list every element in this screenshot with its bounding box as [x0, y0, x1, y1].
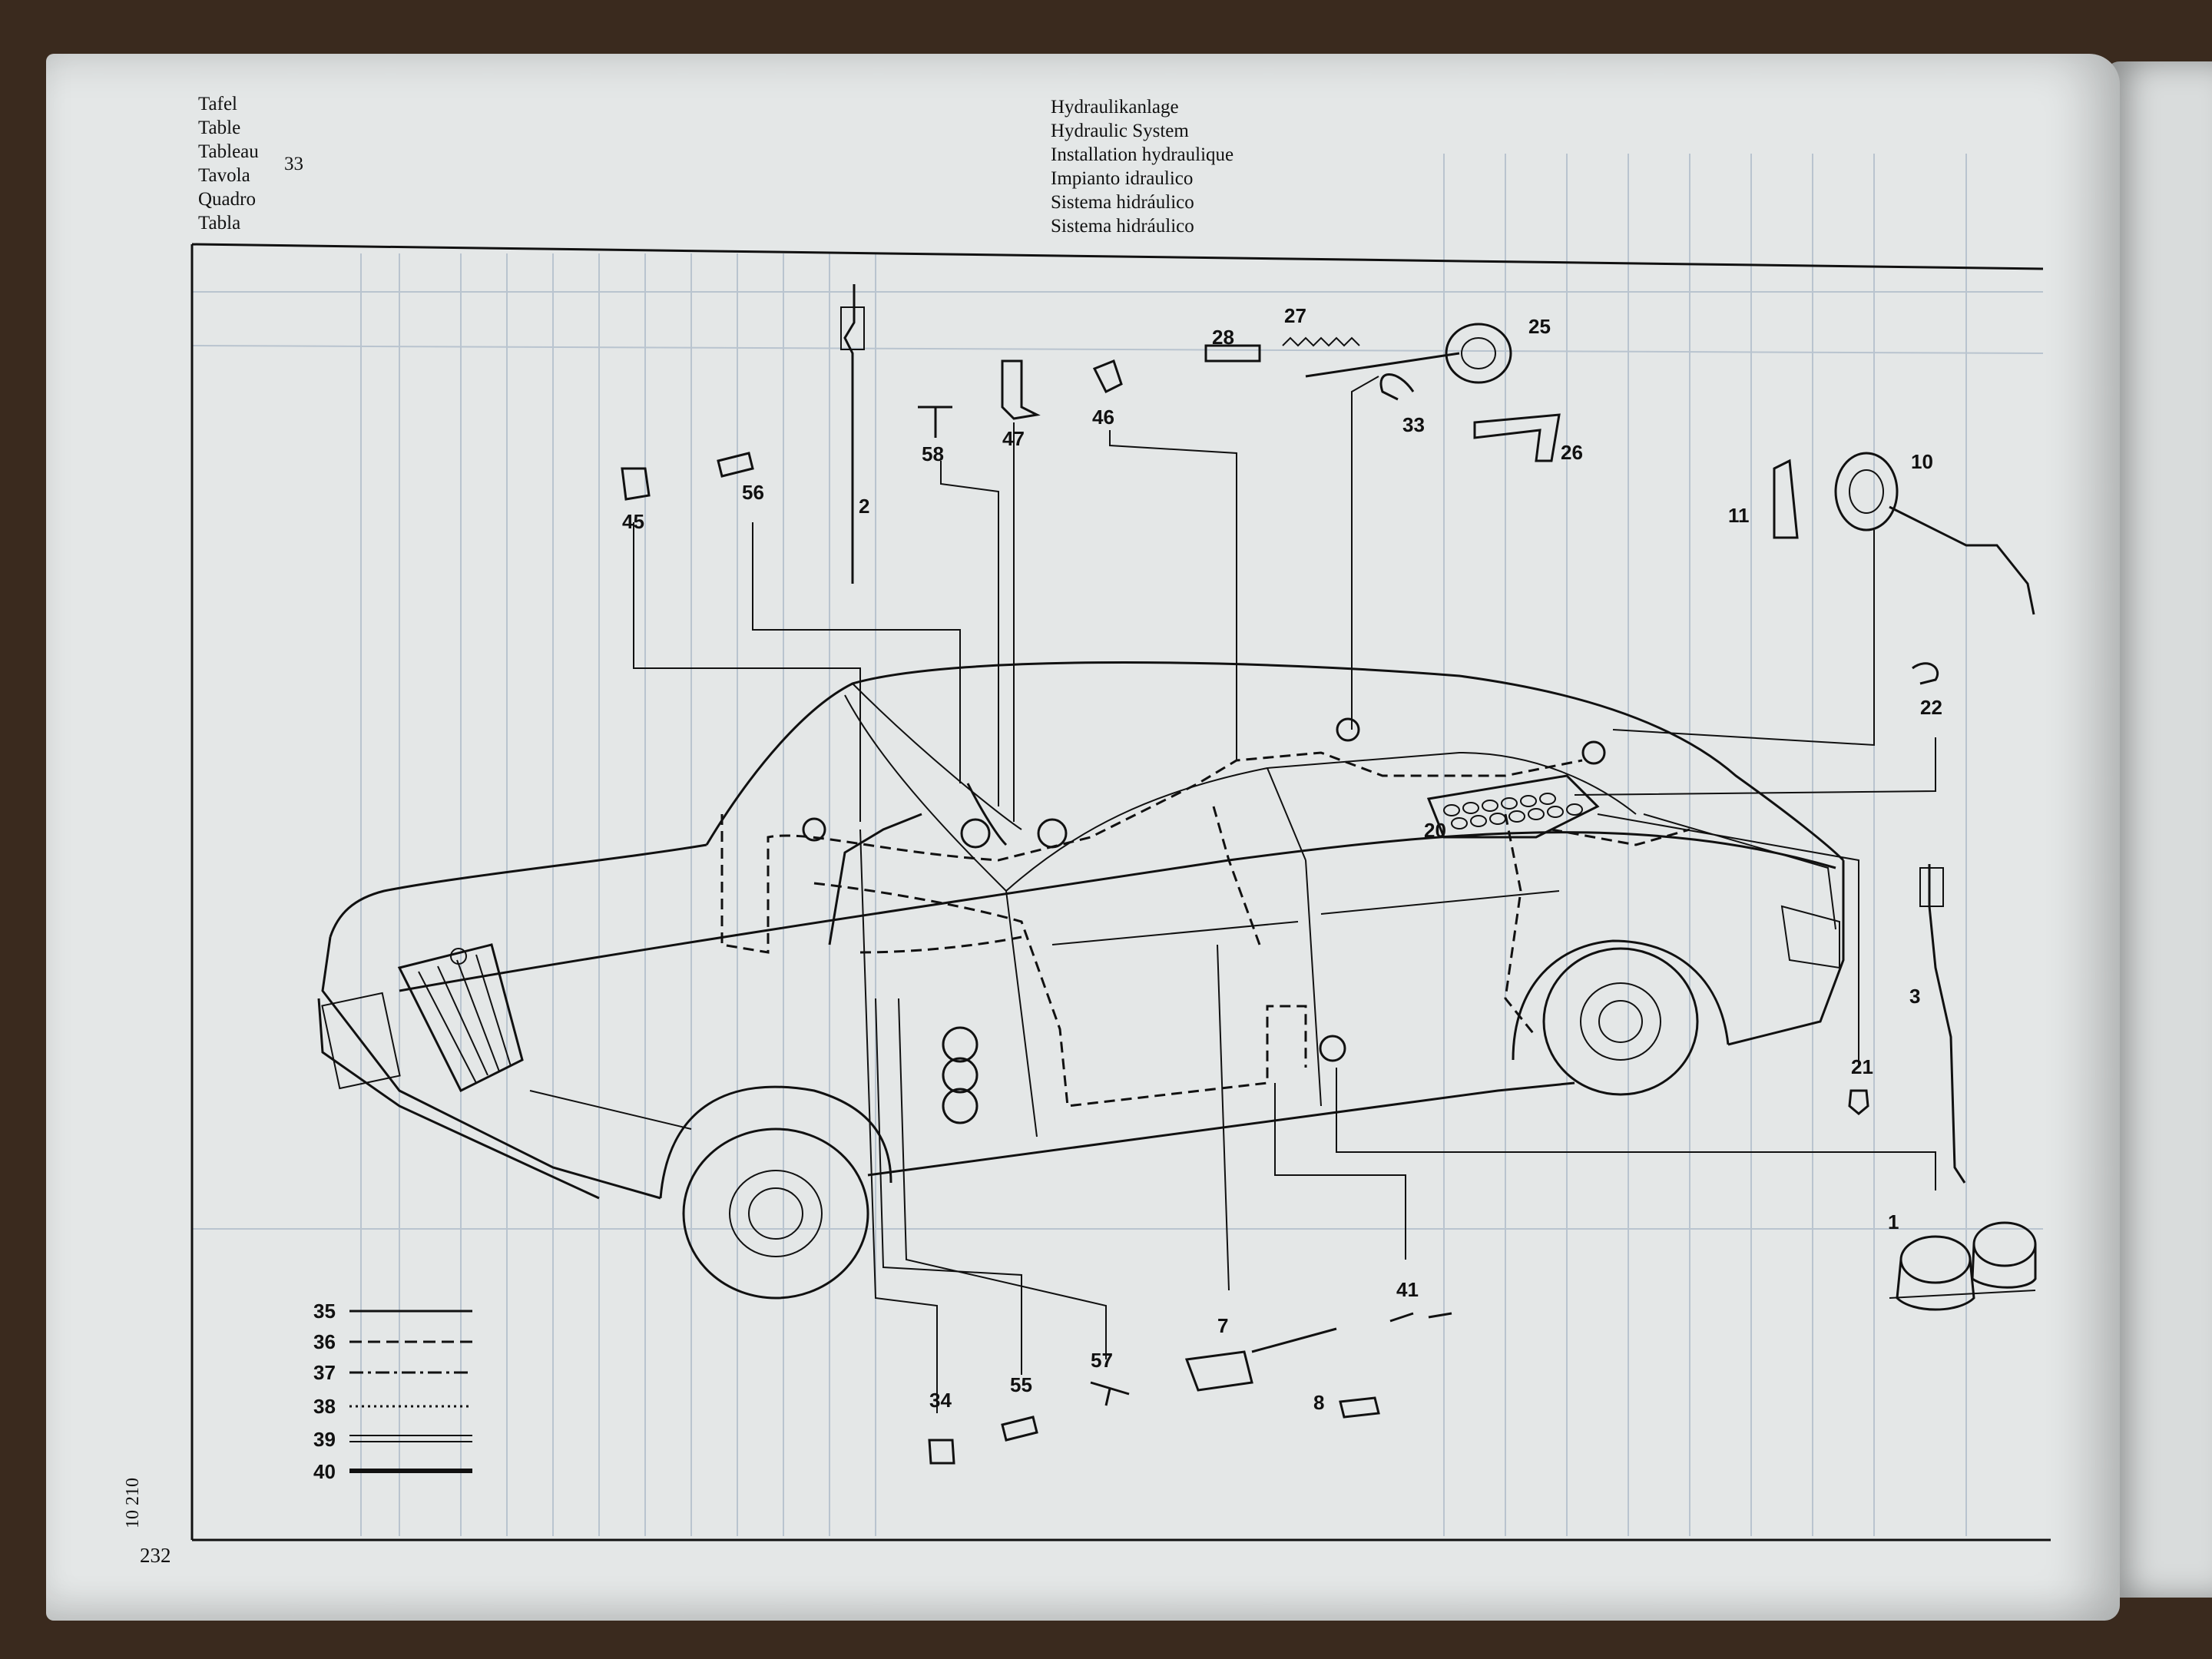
loose-parts — [621, 284, 2037, 1465]
callout-28: 28 — [1212, 326, 1234, 349]
table-label-it: Tavola — [198, 165, 250, 186]
legend-label-40: 40 — [313, 1460, 336, 1483]
callout-58: 58 — [922, 442, 944, 465]
callout-27: 27 — [1284, 304, 1306, 327]
leader-lines — [633, 376, 1936, 1413]
legend-label-36: 36 — [313, 1330, 336, 1353]
table-label-pt: Quadro — [198, 189, 256, 210]
components — [802, 717, 1606, 1124]
legend-label-38: 38 — [313, 1395, 336, 1418]
callout-45: 45 — [622, 510, 644, 533]
hydraulic-lines — [720, 751, 1690, 1108]
callout-labels: 2 58 47 46 28 27 25 33 26 10 11 22 20 21… — [622, 304, 1942, 1414]
line-style-legend: 35 36 37 38 39 40 — [313, 1300, 472, 1483]
callout-1: 1 — [1888, 1210, 1899, 1233]
system-title-pt: Sistema hidráulico — [1051, 192, 1194, 213]
table-label-es: Tabla — [198, 213, 241, 233]
system-title-it: Impianto idraulico — [1051, 168, 1194, 189]
callout-7: 7 — [1217, 1314, 1228, 1337]
show-through-grid — [191, 154, 2044, 1536]
table-label-en: Table — [198, 118, 241, 138]
callout-22: 22 — [1920, 696, 1942, 719]
next-page-edge — [2104, 61, 2212, 1598]
callout-34: 34 — [929, 1389, 952, 1412]
component-20-shape — [1426, 774, 1600, 839]
table-label-fr: Tableau — [198, 141, 259, 162]
callout-8: 8 — [1313, 1391, 1324, 1414]
component-1-shape — [1889, 1221, 2037, 1311]
callout-25: 25 — [1528, 315, 1551, 338]
callout-57: 57 — [1091, 1349, 1113, 1372]
callout-20: 20 — [1424, 819, 1446, 842]
system-title-list: Hydraulikanlage Hydraulic System Install… — [1051, 95, 1233, 238]
manual-page — [46, 54, 2120, 1621]
callout-41: 41 — [1396, 1278, 1419, 1301]
system-title-fr: Installation hydraulique — [1051, 144, 1234, 165]
callout-46: 46 — [1092, 406, 1114, 429]
callout-11: 11 — [1728, 504, 1750, 527]
callout-3: 3 — [1909, 985, 1920, 1008]
callout-21: 21 — [1851, 1055, 1873, 1078]
component-10-shape — [1834, 452, 2035, 615]
legend-label-39: 39 — [313, 1428, 336, 1451]
frame-top-rule — [191, 243, 2044, 270]
system-title-es: Sistema hidráulico — [1051, 216, 1194, 237]
table-label-de: Tafel — [198, 94, 237, 114]
table-label-list: Tafel Table Tableau Tavola Quadro Tabla — [198, 92, 259, 235]
callout-10: 10 — [1911, 450, 1933, 473]
legend-label-37: 37 — [313, 1361, 336, 1384]
car-body — [317, 661, 1845, 1300]
callout-2: 2 — [859, 495, 869, 518]
table-number: 33 — [284, 154, 303, 174]
legend-label-35: 35 — [313, 1300, 336, 1323]
callout-56: 56 — [742, 481, 764, 504]
page-number: 232 — [140, 1544, 171, 1567]
system-title-de: Hydraulikanlage — [1051, 97, 1179, 118]
system-title-en: Hydraulic System — [1051, 121, 1189, 141]
callout-47: 47 — [1002, 427, 1025, 450]
callout-55: 55 — [1010, 1373, 1032, 1396]
callout-26: 26 — [1561, 441, 1583, 464]
callout-33: 33 — [1402, 413, 1425, 436]
